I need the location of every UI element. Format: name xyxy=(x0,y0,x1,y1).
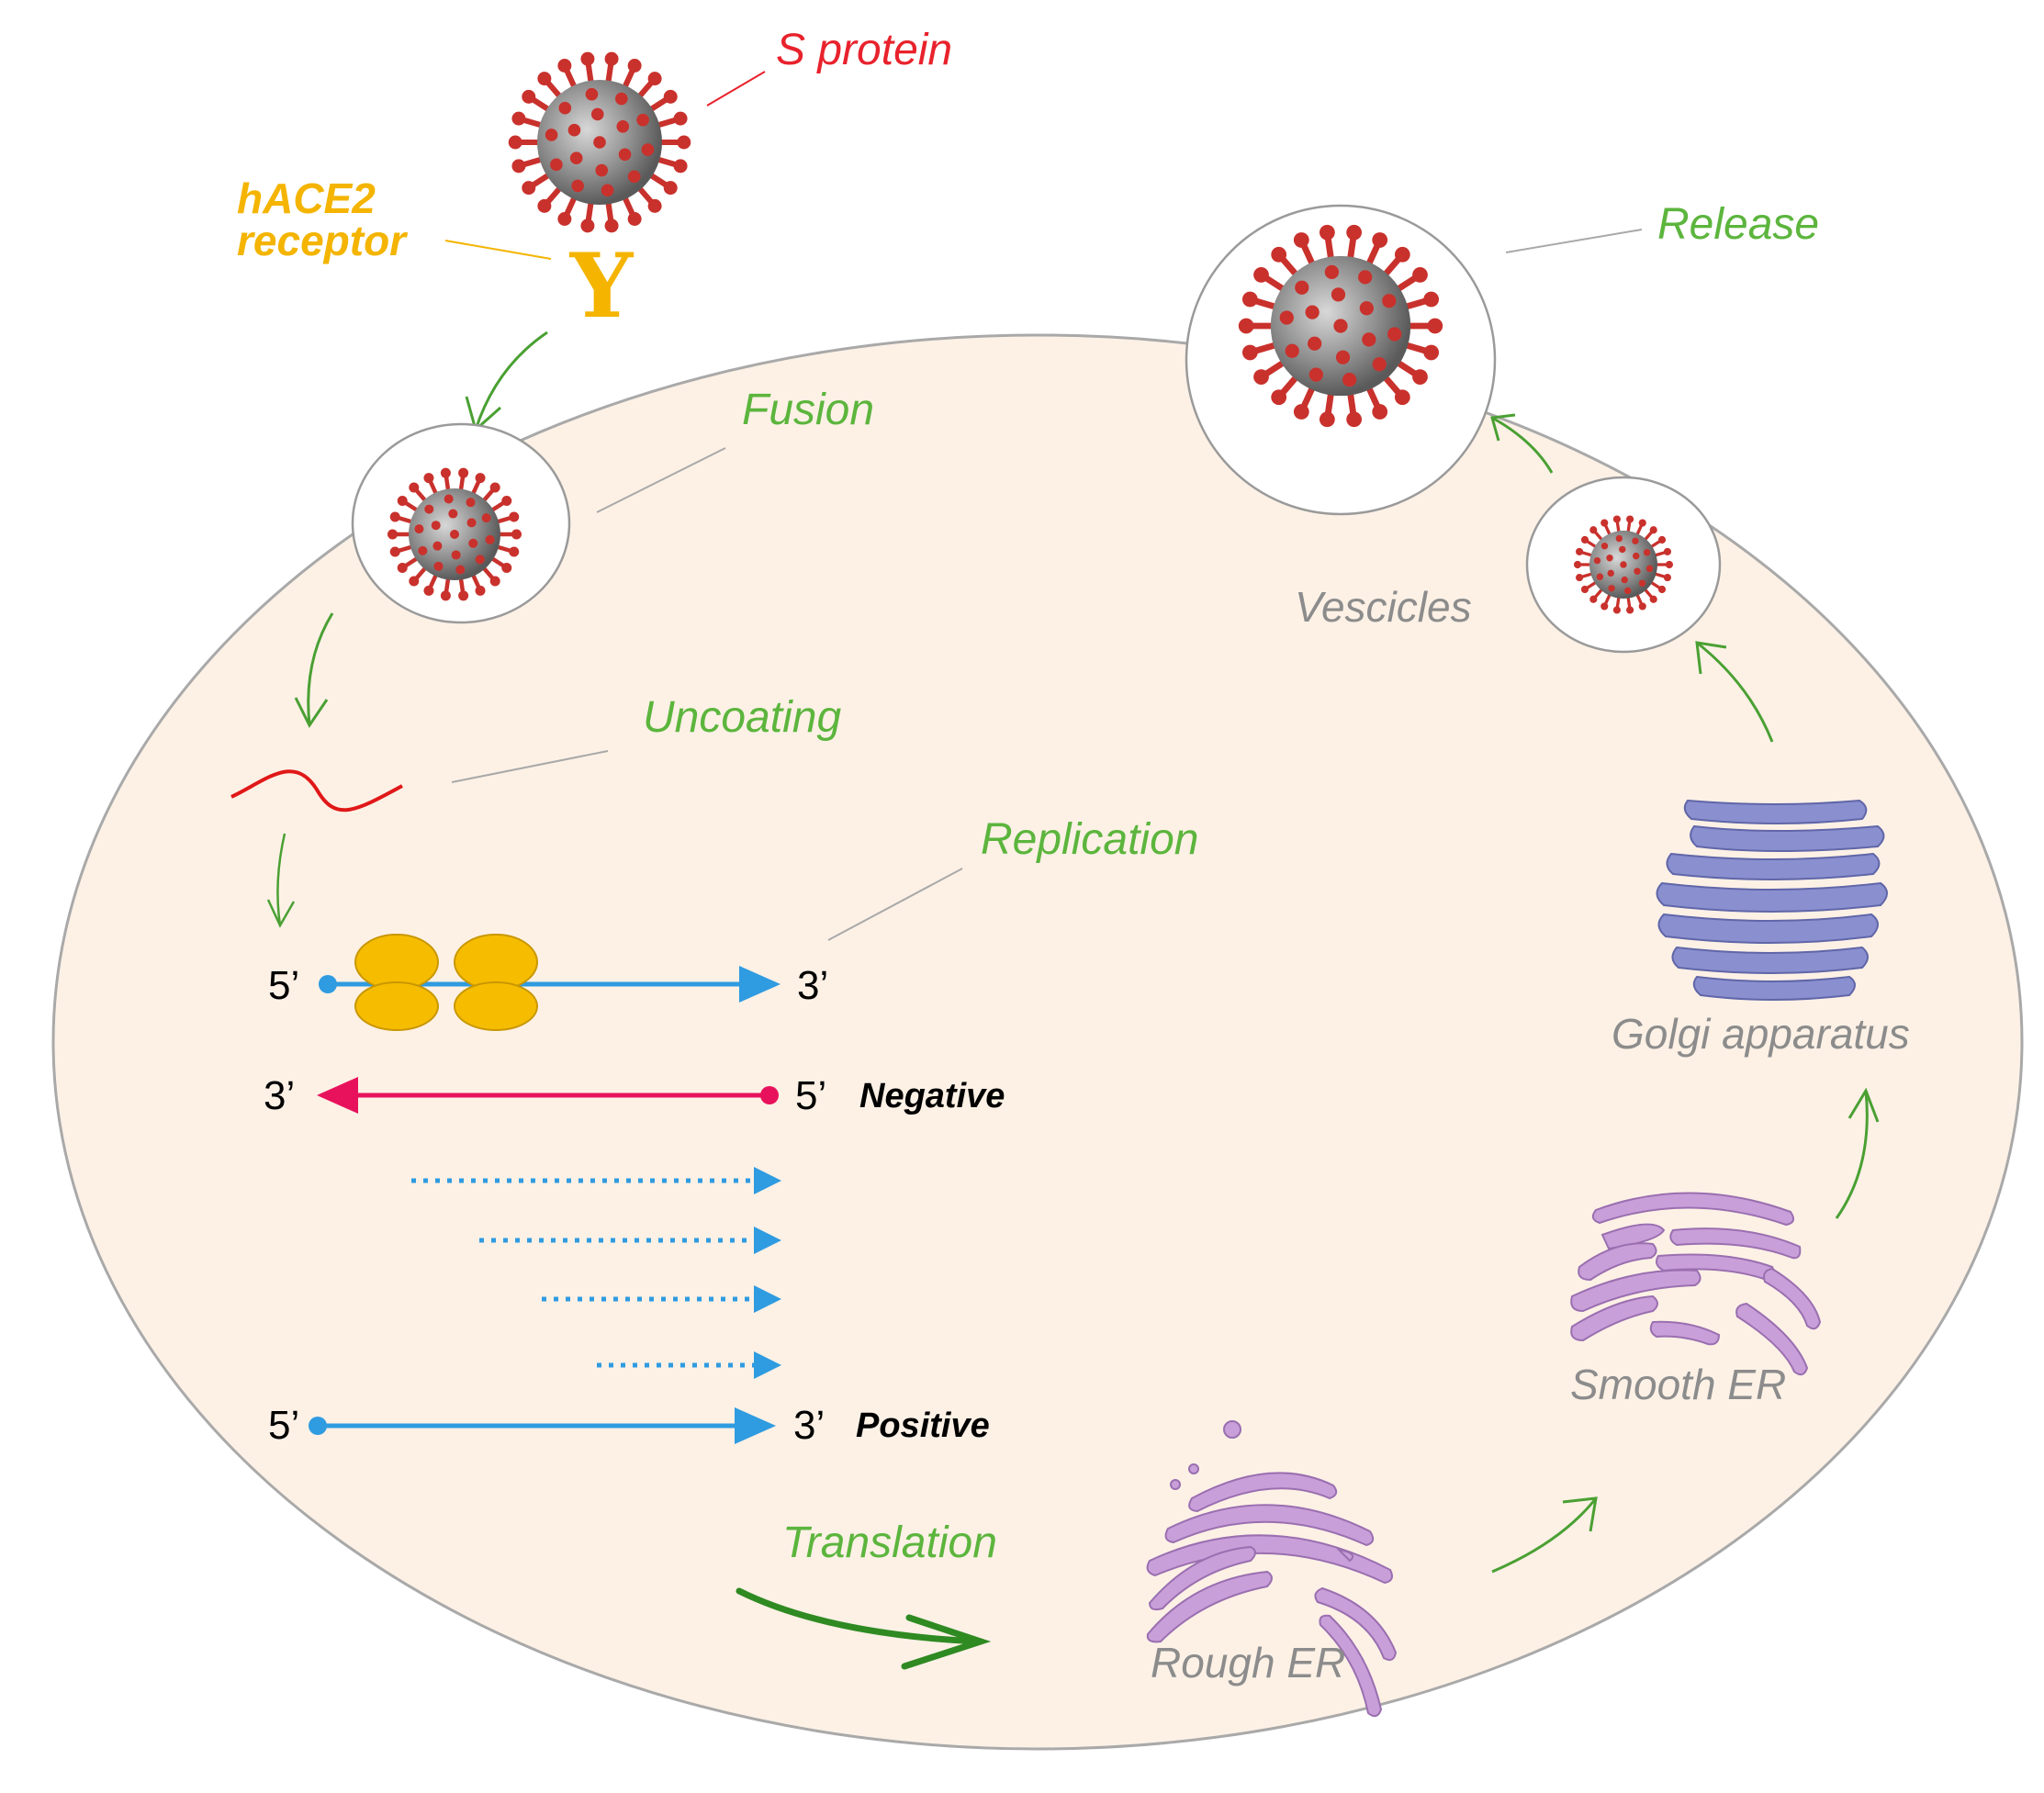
arrow-vesicle-to-release xyxy=(1491,416,1554,474)
arrow-uncoating-to-replication xyxy=(276,833,286,926)
virus-icon xyxy=(387,467,522,601)
hace2-label-line2: receptor xyxy=(237,217,408,264)
strand2-five-prime: 5’ xyxy=(795,1073,826,1118)
vescicles-label: Vescicles xyxy=(1295,583,1472,631)
virus-icon xyxy=(1573,515,1674,614)
negative-label: Negative xyxy=(859,1077,1005,1115)
ribosome-icon xyxy=(454,934,538,1031)
strand2-three-prime: 3’ xyxy=(264,1073,295,1118)
rough-er-label: Rough ER xyxy=(1151,1639,1345,1687)
arrow-translation-head xyxy=(901,1614,992,1670)
replication-leader-line xyxy=(827,868,963,941)
strand1-five-prime: 5’ xyxy=(268,963,299,1008)
release-label: Release xyxy=(1657,200,1819,249)
strand3-three-prime: 3’ xyxy=(793,1403,825,1448)
arrow-fusion-to-uncoating-head xyxy=(294,697,329,728)
rna-icon xyxy=(230,769,403,812)
strand2-start-dot xyxy=(760,1086,779,1104)
arrow-vesicle-to-release-head xyxy=(1490,413,1516,442)
fusion-label: Fusion xyxy=(742,386,874,434)
s-protein-label: S protein xyxy=(776,26,952,74)
release-leader-line xyxy=(1505,229,1643,253)
uncoating-leader-line xyxy=(451,750,609,783)
receptor-icon: Y xyxy=(569,234,635,338)
rough-er-icon xyxy=(1146,1420,1398,1718)
positive-label: Positive xyxy=(856,1406,990,1445)
arrow-smooth-er-to-golgi xyxy=(1835,1090,1869,1219)
replication-label: Replication xyxy=(981,815,1198,864)
hace2-leader-line xyxy=(444,240,552,260)
arrow-fusion-to-uncoating xyxy=(307,612,334,726)
smooth-er-icon xyxy=(1570,1192,1822,1376)
golgi-label: Golgi apparatus xyxy=(1612,1010,1910,1058)
virus-icon xyxy=(508,51,691,233)
fusion-leader-line xyxy=(596,447,726,513)
strand1-three-prime: 3’ xyxy=(797,963,828,1008)
uncoating-label: Uncoating xyxy=(643,693,841,742)
ribosome-icon xyxy=(354,934,439,1031)
virus-icon xyxy=(1238,224,1443,428)
arrow-golgi-to-vesicles-head xyxy=(1695,641,1727,675)
translation-label: Translation xyxy=(782,1518,997,1567)
arrow-rough-to-smooth-er-head xyxy=(1562,1496,1598,1532)
arrow-rough-to-smooth-er xyxy=(1491,1497,1598,1574)
arrow-golgi-to-vesicles xyxy=(1696,641,1774,743)
arrow-translation xyxy=(736,1587,982,1645)
hace2-label-line1: hACE2 xyxy=(237,174,376,222)
strand3-five-prime: 5’ xyxy=(268,1403,299,1448)
arrow-uncoating-to-replication-head xyxy=(266,899,296,928)
arrow-entry-to-fusion xyxy=(474,331,548,431)
smooth-er-label: Smooth ER xyxy=(1570,1361,1786,1408)
golgi-icon xyxy=(1656,799,1888,1001)
arrow-smooth-er-to-golgi-head xyxy=(1847,1087,1880,1123)
s-protein-leader-line xyxy=(706,71,766,106)
cell-membrane xyxy=(51,333,2024,1751)
